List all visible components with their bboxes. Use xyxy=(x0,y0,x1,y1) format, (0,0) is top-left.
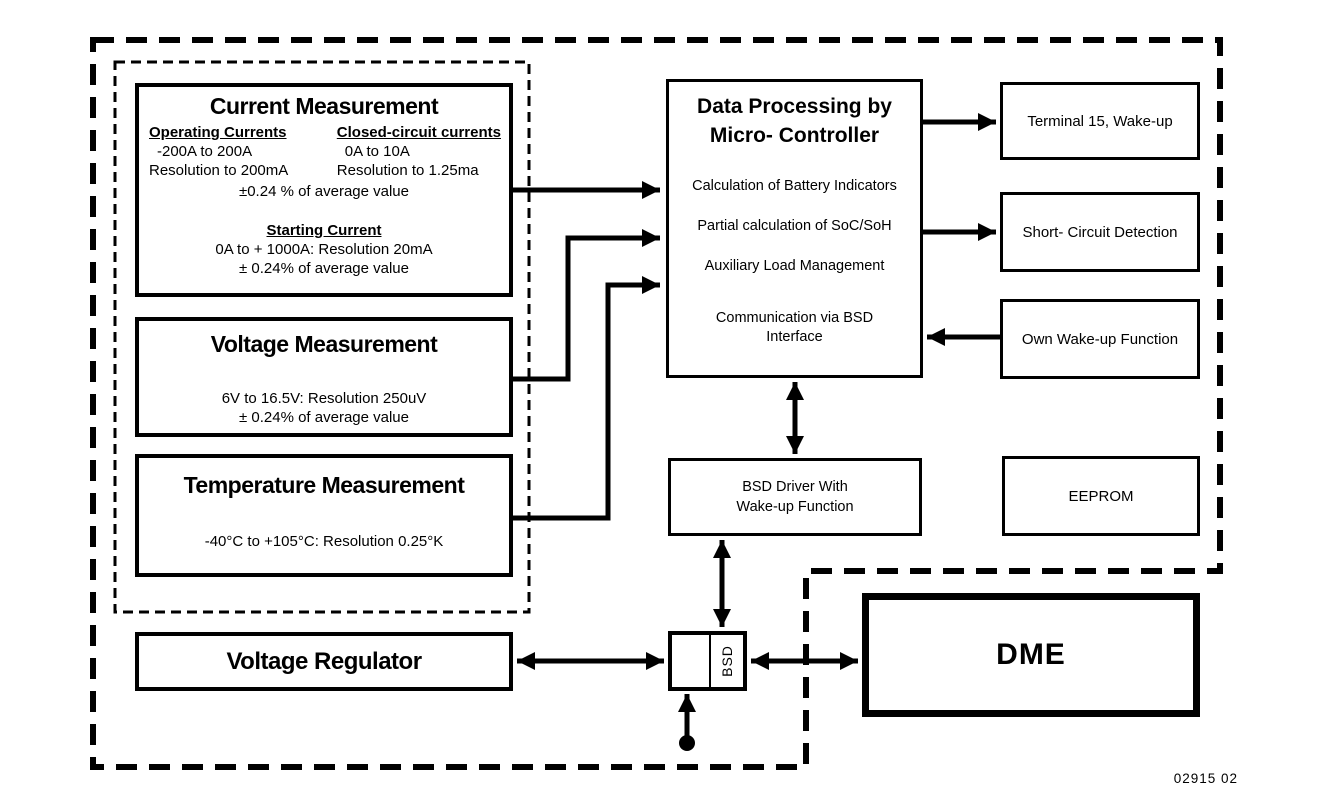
processing-function-aux-load: Auxiliary Load Management xyxy=(704,258,885,274)
starting-current-block: Starting Current 0A to + 1000A: Resoluti… xyxy=(139,221,509,278)
processing-function-battery-indicators: Calculation of Battery Indicators xyxy=(692,178,897,194)
terminal15-wakeup-label: Terminal 15, Wake-up xyxy=(1027,112,1173,130)
closed-circuit-range: 0A to 10A xyxy=(344,143,410,160)
arrow-voltage-to-processing xyxy=(513,229,660,382)
current-measurement-box: Current Measurement Operating Currents -… xyxy=(135,83,513,297)
short-circuit-detection-box: Short- Circuit Detection xyxy=(1000,192,1200,272)
operating-currents-column: Operating Currents -200A to 200A Resolut… xyxy=(149,123,288,180)
ibs-unit-dashed-boundary xyxy=(90,37,1223,770)
bsd-interface-box: BSD xyxy=(668,631,747,691)
eeprom-box: EEPROM xyxy=(1002,456,1200,536)
own-wakeup-function-box: Own Wake-up Function xyxy=(1000,299,1200,379)
starting-current-accuracy: ± 0.24% of average value xyxy=(238,260,409,277)
temperature-range: -40°C to +105°C: Resolution 0.25°K xyxy=(204,533,444,550)
bsd-interface-label: BSD xyxy=(718,645,735,677)
dme-box: DME xyxy=(862,593,1200,717)
bsd-driver-box: BSD Driver With Wake-up Function xyxy=(668,458,922,536)
measurement-section-dashed-boundary xyxy=(113,60,531,614)
starting-current-heading: Starting Current xyxy=(266,222,382,239)
voltage-accuracy: ± 0.24% of average value xyxy=(238,409,409,426)
operating-currents-resolution: Resolution to 200mA xyxy=(149,162,289,179)
temperature-measurement-title: Temperature Measurement xyxy=(183,472,465,498)
bsd-interface-right-cell: BSD xyxy=(711,635,743,687)
voltage-regulator-title: Voltage Regulator xyxy=(226,647,422,675)
eeprom-label: EEPROM xyxy=(1068,487,1134,505)
terminal15-wakeup-box: Terminal 15, Wake-up xyxy=(1000,82,1200,160)
voltage-regulator-box: Voltage Regulator xyxy=(135,632,513,691)
temperature-measurement-box: Temperature Measurement -40°C to +105°C:… xyxy=(135,454,513,577)
terminal-stub-dot xyxy=(679,735,695,751)
bsd-driver-label: BSD Driver With Wake-up Function xyxy=(736,479,854,515)
operating-currents-range: -200A to 200A xyxy=(157,143,253,160)
starting-current-range: 0A to + 1000A: Resolution 20mA xyxy=(215,241,433,258)
arrow-temperature-to-processing xyxy=(513,276,660,521)
data-processing-box: Data Processing by Micro- Controller Cal… xyxy=(666,79,923,378)
current-accuracy: ±0.24 % of average value xyxy=(238,183,409,200)
voltage-range: 6V to 16.5V: Resolution 250uV xyxy=(221,390,427,407)
processing-function-bsd-communication: Communication via BSD Interface xyxy=(715,310,874,345)
figure-number: 02915 02 xyxy=(1173,771,1238,786)
closed-circuit-column: Closed-circuit currents 0A to 10A Resolu… xyxy=(337,123,501,180)
current-columns: Operating Currents -200A to 200A Resolut… xyxy=(139,119,509,180)
operating-currents-heading: Operating Currents xyxy=(149,124,287,141)
current-measurement-title: Current Measurement xyxy=(209,93,439,119)
closed-circuit-heading: Closed-circuit currents xyxy=(336,124,501,141)
own-wakeup-function-label: Own Wake-up Function xyxy=(1021,330,1179,348)
short-circuit-detection-label: Short- Circuit Detection xyxy=(1022,223,1178,241)
closed-circuit-resolution: Resolution to 1.25ma xyxy=(336,162,479,179)
voltage-measurement-title: Voltage Measurement xyxy=(210,331,438,357)
bsd-interface-left-cell xyxy=(672,635,711,687)
voltage-measurement-box: Voltage Measurement 6V to 16.5V: Resolut… xyxy=(135,317,513,437)
dme-title: DME xyxy=(996,638,1066,671)
data-processing-title: Data Processing by Micro- Controller xyxy=(697,95,892,147)
processing-function-soc-soh: Partial calculation of SoC/SoH xyxy=(697,218,892,234)
